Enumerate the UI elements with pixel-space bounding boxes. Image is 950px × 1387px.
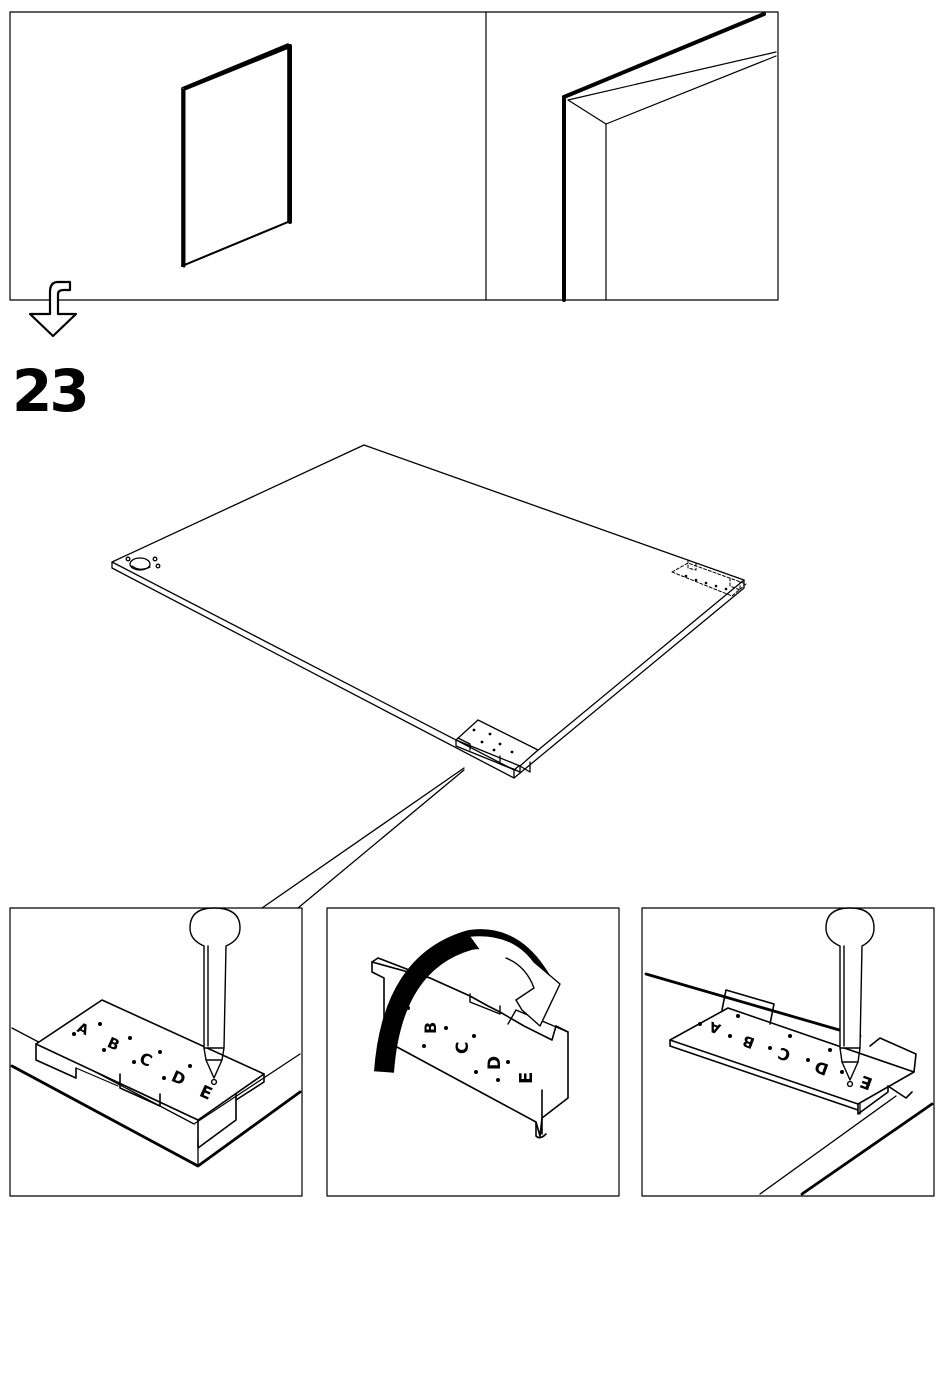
callout-line bbox=[262, 768, 464, 908]
detail-marking-panel: A B C D E bbox=[10, 908, 302, 1196]
door-panel-drawing bbox=[182, 44, 290, 266]
callout-line bbox=[298, 770, 464, 908]
hollow-down-arrow-icon bbox=[30, 282, 76, 336]
main-board-drawing bbox=[112, 445, 746, 778]
template-letter-c: C bbox=[453, 1042, 473, 1054]
template-letter-b: B bbox=[421, 1022, 440, 1034]
detail-second-marking-panel: A B C D E bbox=[642, 908, 934, 1196]
template-letter-d: D bbox=[485, 1056, 505, 1070]
detail-folding-panel: A B C D E bbox=[327, 908, 619, 1196]
corner-detail-drawing bbox=[564, 14, 776, 300]
previous-step-panel bbox=[10, 12, 778, 300]
template-letter-e: E bbox=[516, 1072, 537, 1084]
